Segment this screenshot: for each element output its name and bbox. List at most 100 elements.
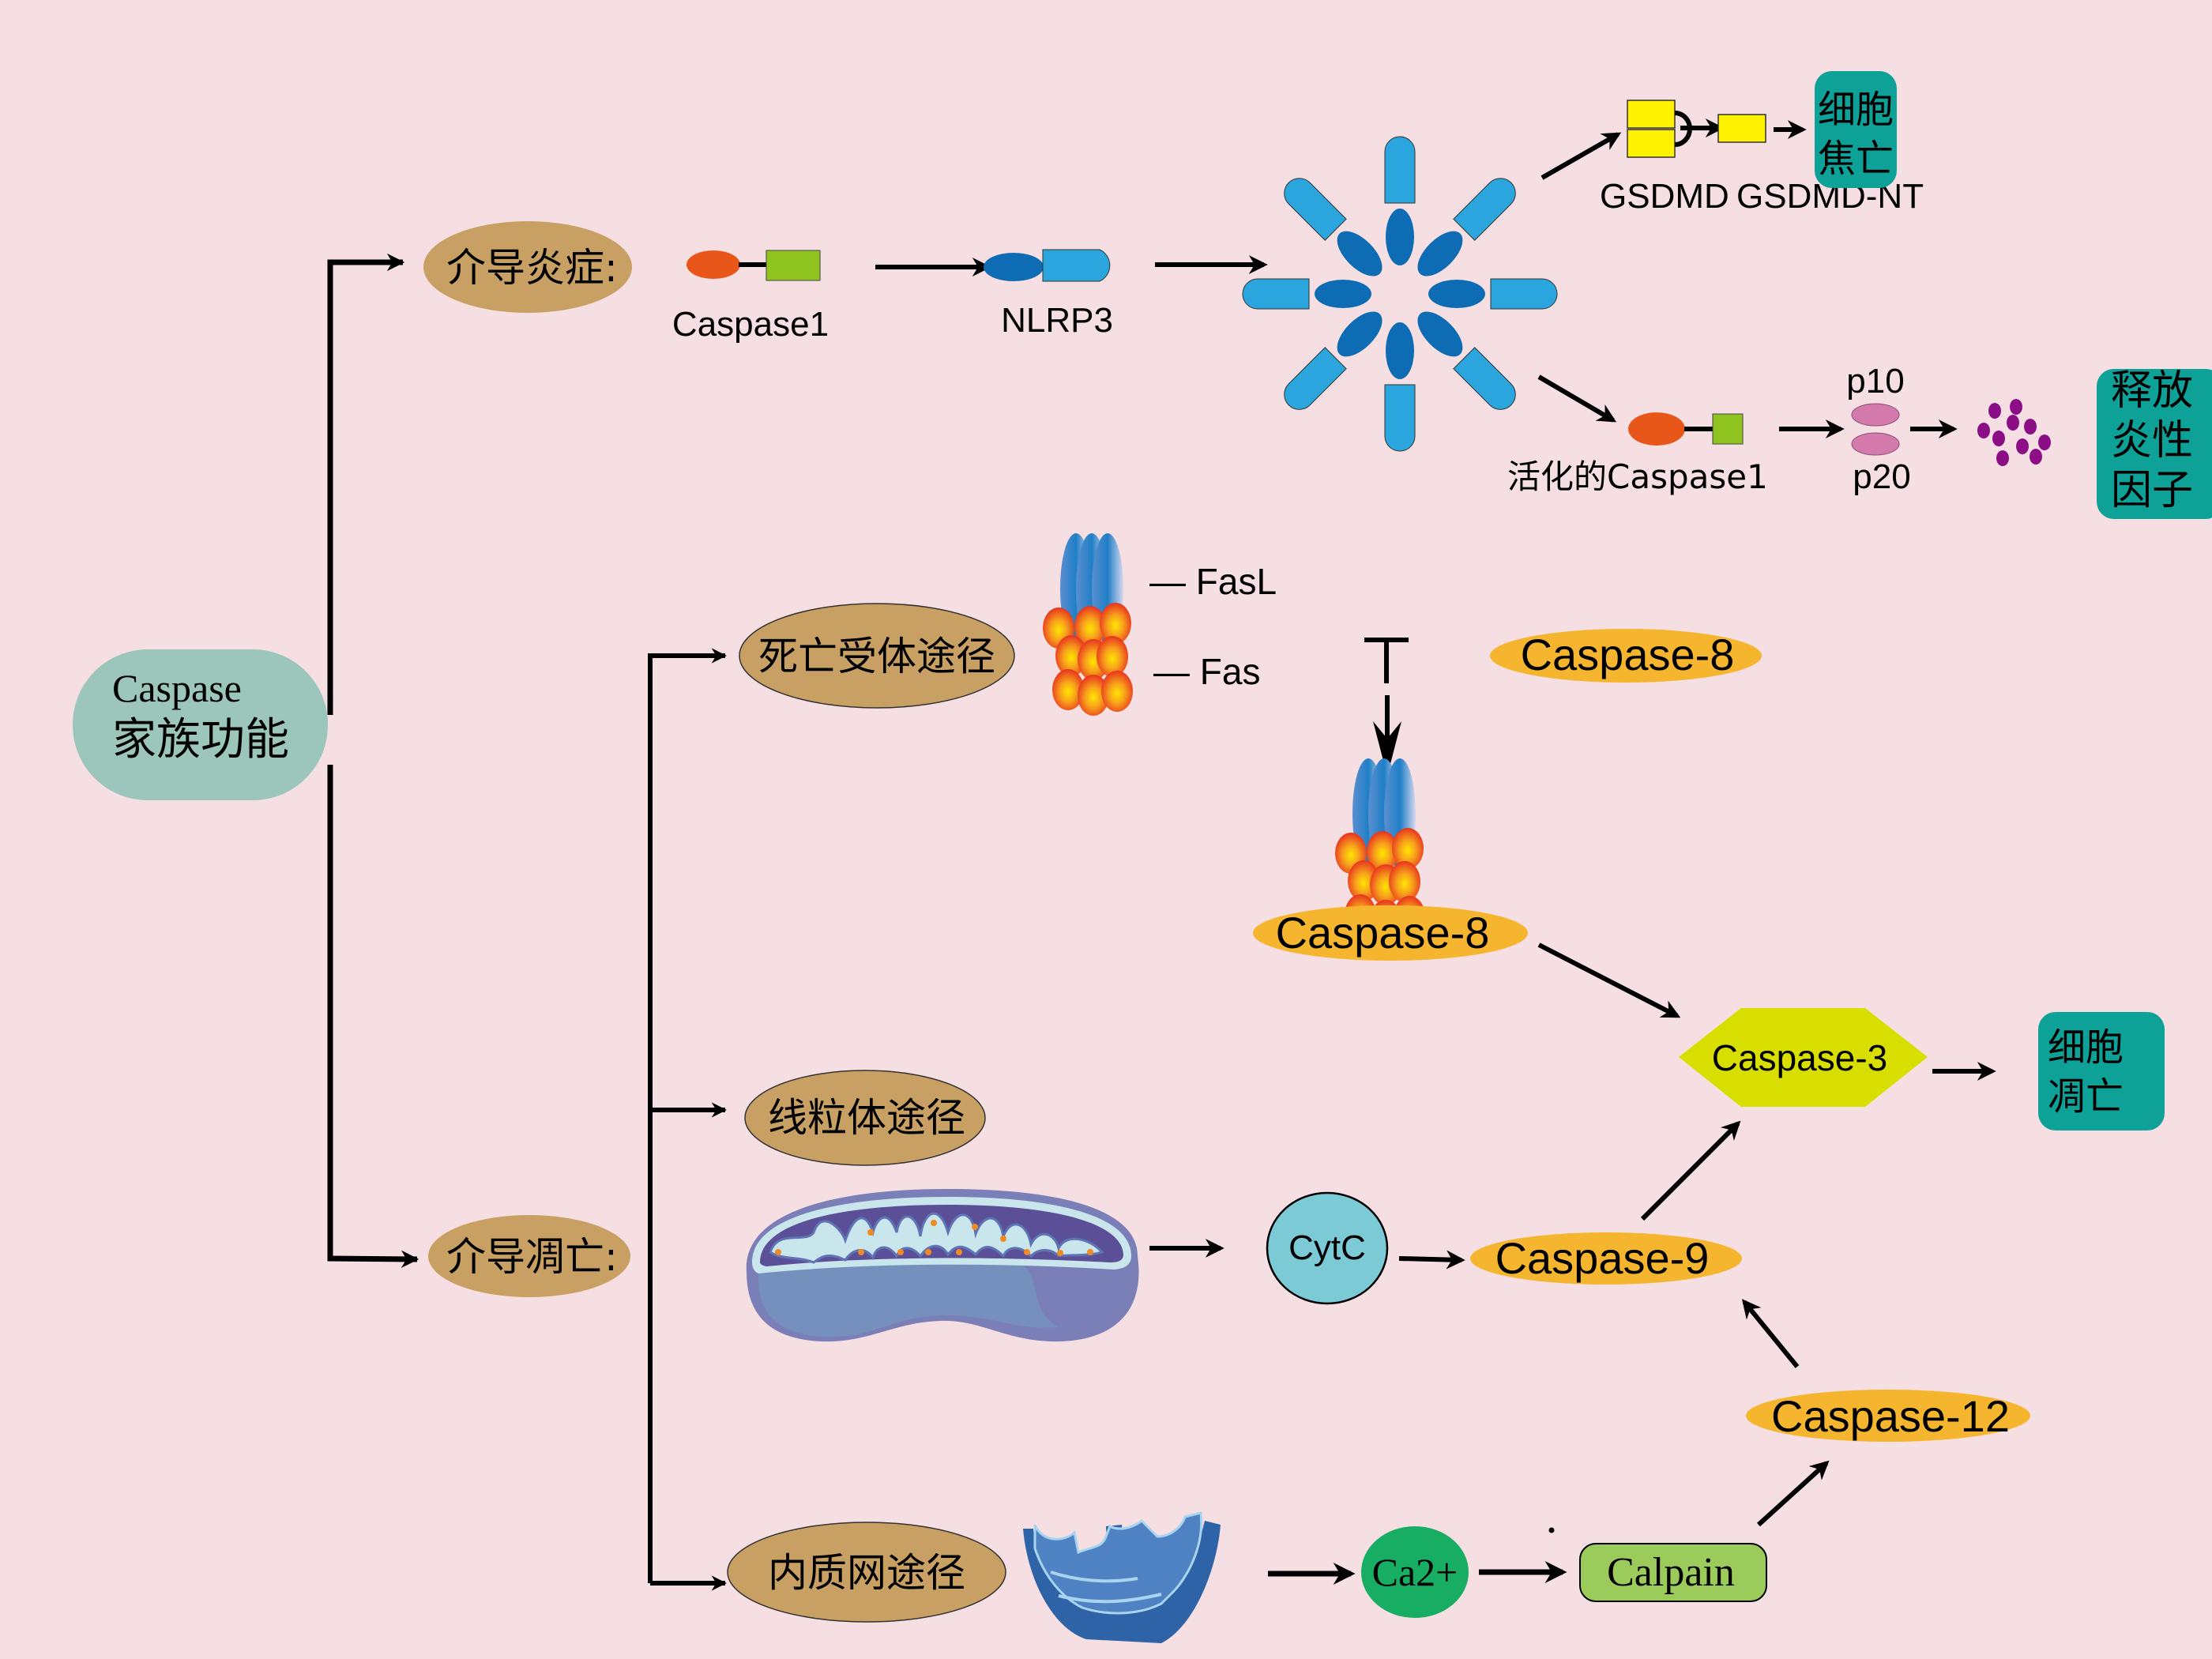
dot-mark (1548, 1527, 1555, 1533)
apoptosis-outcome-box[interactable]: 细胞 凋亡 (2038, 1012, 2165, 1130)
inflammasome-arm (1384, 136, 1416, 265)
p20-label: p20 (1853, 457, 1910, 496)
caspase3-node[interactable]: Caspase-3 (1679, 1008, 1928, 1107)
fas-fasl-complex-icon (1043, 533, 1133, 716)
caspase8-free-label: Caspase-8 (1521, 630, 1735, 679)
pyroptosis-outcome-box[interactable]: 细胞 焦亡 (1815, 71, 1897, 188)
caspase1-catalytic-domain (766, 250, 821, 281)
apoptosis-subbranch-connectors (648, 648, 727, 1591)
cytokine-dot (1988, 403, 2001, 419)
cytc-shape (1266, 1191, 1389, 1305)
mitochondria-node-label: 线粒体途径 (768, 1095, 965, 1141)
inflammasome-arm (1417, 178, 1516, 276)
caspase8-free-shape (1490, 629, 1762, 683)
cytc-node[interactable]: CytC (1266, 1191, 1389, 1305)
apoptosis-outcome-line2: 凋亡 (2048, 1074, 2124, 1119)
caspase1-label: Caspase1 (672, 305, 829, 344)
mitochondrion-outer-shade (758, 1264, 1059, 1337)
caspase8-bound-node[interactable]: Caspase-8 (1253, 905, 1528, 961)
caspase8-free-node[interactable]: Caspase-8 (1490, 629, 1762, 683)
inflammasome-arm (1384, 322, 1416, 452)
inflammation-node[interactable]: 介导炎症: (423, 221, 632, 313)
death-receptor-node-shape (739, 603, 1015, 709)
connector-to-death-receptor (648, 648, 727, 1583)
cytokine-dot (2010, 399, 2022, 415)
nlrp3-label: NLRP3 (1001, 301, 1113, 340)
death-receptor-node[interactable]: 死亡受体途径 (739, 603, 1015, 709)
inflammation-node-shape (423, 221, 632, 313)
arrow-calpain-to-caspase12 (1756, 1460, 1830, 1527)
gsdmd-nt-half (1627, 100, 1676, 129)
fas-receptor-unit (1100, 603, 1131, 644)
fas-receptor-unit (1367, 831, 1398, 872)
plus-sign (1364, 638, 1409, 683)
ca2-label: Ca2+ (1372, 1550, 1458, 1594)
cytokines-icon (1977, 399, 2051, 466)
cytokine-dot (1996, 450, 2009, 466)
pyroptosis-line1: 细胞 (1818, 88, 1894, 132)
caspase9-node[interactable]: Caspase-9 (1470, 1232, 1742, 1285)
caspase12-node[interactable]: Caspase-12 (1746, 1390, 2030, 1442)
nlrp3-nacht-domain (1042, 249, 1111, 282)
fas-receptor-unit (1074, 606, 1106, 647)
arrow-to-disc-head (1373, 721, 1401, 776)
caspase3-shape (1679, 1008, 1928, 1107)
p20-subunit (1851, 432, 1900, 456)
release-line3: 因子 (2111, 467, 2193, 514)
root-node-subtitle: 家族功能 (112, 716, 289, 765)
gsdmd-label: GSDMD (1600, 177, 1729, 216)
cytc-label: CytC (1288, 1228, 1366, 1267)
connector-to-inflammation (327, 253, 405, 715)
release-box-shape (2097, 369, 2212, 519)
mitochondria-node-shape (744, 1070, 986, 1166)
gsdmd-ct-half (1627, 129, 1676, 158)
er-node[interactable]: 内质网途径 (727, 1522, 1006, 1623)
fas-receptor-unit (1101, 671, 1133, 712)
inflammasome-arm (1242, 278, 1371, 310)
apoptosis-node[interactable]: 介导凋亡: (428, 1215, 630, 1297)
cytokine-dot (1992, 431, 2005, 446)
ca2-shape (1361, 1526, 1469, 1618)
root-node[interactable]: Caspase 家族功能 (73, 649, 328, 800)
fasl-label: — FasL (1149, 561, 1277, 602)
active-caspase1-catalytic-domain (1712, 413, 1744, 445)
apoptosis-outcome-line1: 细胞 (2048, 1025, 2124, 1070)
cytokine-dot (2030, 449, 2042, 465)
er-node-label: 内质网途径 (768, 1550, 965, 1596)
fas-receptor-unit (1389, 861, 1420, 902)
p10-p20-subunits (1851, 403, 1900, 456)
cytokine-dot (2016, 438, 2029, 454)
mitochondrion-cristae (769, 1212, 1104, 1264)
mitochondrion-icon (746, 1189, 1139, 1342)
gsdmd-icon (1627, 100, 1692, 158)
ca2-node[interactable]: Ca2+ (1361, 1526, 1469, 1618)
caspase8-bound-label: Caspase-8 (1276, 908, 1490, 957)
er-node-shape (727, 1522, 1006, 1623)
caspase3-label: Caspase-3 (1712, 1037, 1887, 1078)
arrow-caspase9-to-caspase3 (1640, 1120, 1741, 1221)
fas-receptor-unit (1052, 669, 1084, 710)
arrow-caspase12-to-caspase9 (1741, 1299, 1800, 1368)
caspase1-molecule: Caspase1 (672, 250, 829, 344)
root-node-title: Caspase (112, 666, 242, 710)
nlrp3-pyd-domain (984, 253, 1044, 281)
active-caspase1-label: 活化的Caspase1 (1507, 457, 1768, 496)
er-folds (1050, 1571, 1162, 1604)
mitochondria-node[interactable]: 线粒体途径 (744, 1070, 986, 1166)
inflammasome-icon (1242, 136, 1558, 452)
arrow-cytc-to-caspase9 (1398, 1250, 1465, 1270)
release-line2: 炎性 (2111, 417, 2193, 465)
caspase9-shape (1470, 1232, 1742, 1285)
release-cytokines-box[interactable]: 释放 炎性 因子 (2097, 367, 2212, 519)
active-caspase1-prodomain (1628, 412, 1685, 446)
inflammasome-arm (1284, 311, 1382, 410)
inflammasome-arm (1417, 311, 1516, 410)
calpain-node[interactable]: Calpain (1579, 1543, 1767, 1602)
arrow-to-gsdmd (1540, 132, 1622, 180)
active-caspase1-molecule (1628, 412, 1744, 446)
death-receptor-node-label: 死亡受体途径 (758, 634, 995, 679)
release-line1: 释放 (2111, 367, 2193, 415)
cytokine-dot (2024, 419, 2037, 434)
pyroptosis-box-shape (1815, 71, 1897, 188)
caspase1-prodomain (687, 250, 740, 279)
